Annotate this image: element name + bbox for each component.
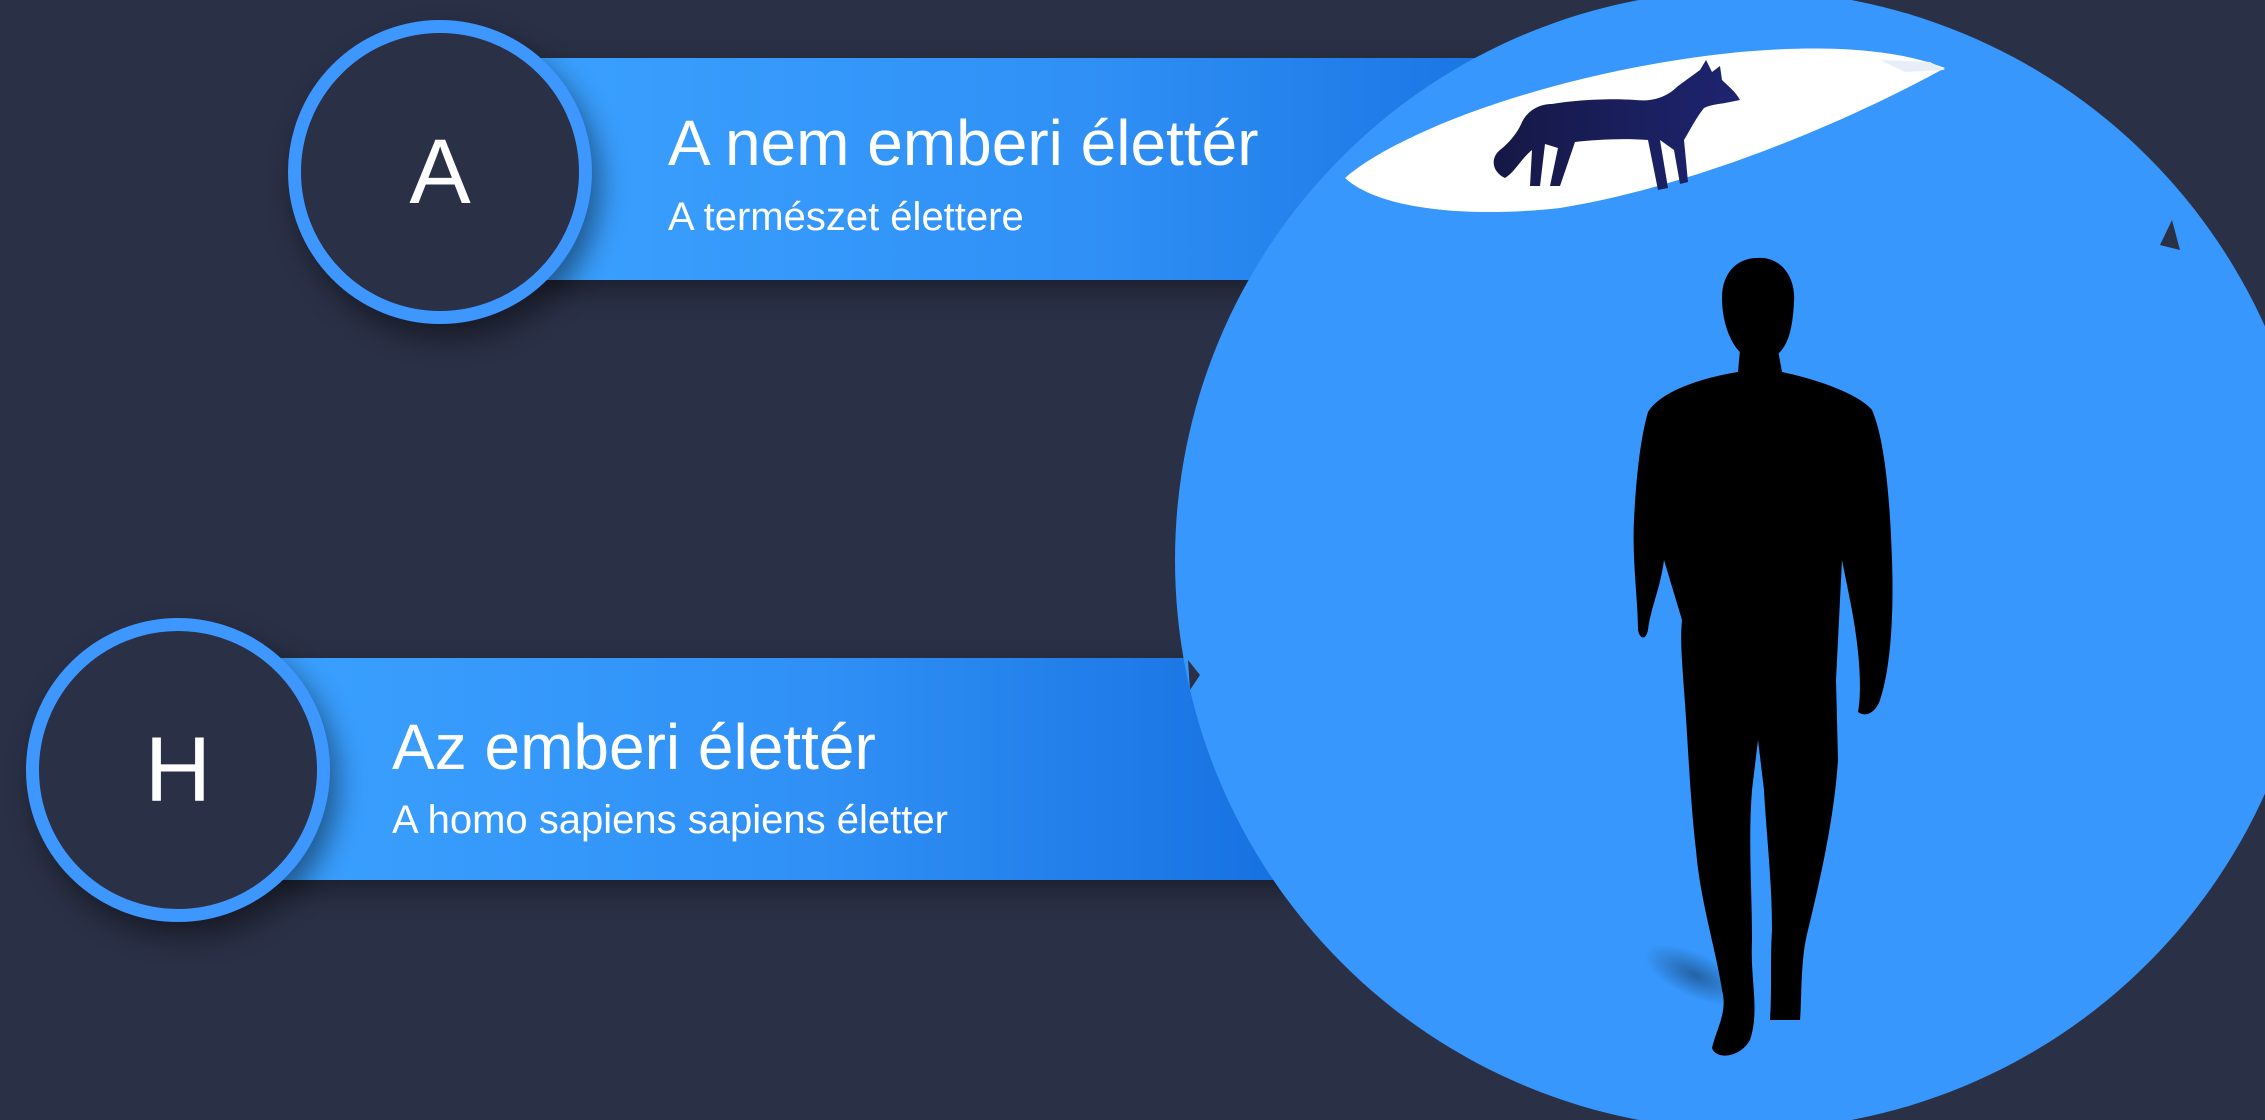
letter-badge-a: A bbox=[288, 20, 592, 324]
habitat-title: A nem emberi élettér bbox=[668, 111, 1259, 175]
habitat-subtitle: A homo sapiens sapiens életter bbox=[392, 800, 948, 840]
badge-letter: A bbox=[409, 120, 470, 225]
letter-badge-h: H bbox=[26, 618, 330, 922]
habitat-title: Az emberi élettér bbox=[392, 715, 876, 779]
badge-letter: H bbox=[145, 718, 211, 823]
habitat-subtitle: A természet élettere bbox=[668, 197, 1024, 237]
